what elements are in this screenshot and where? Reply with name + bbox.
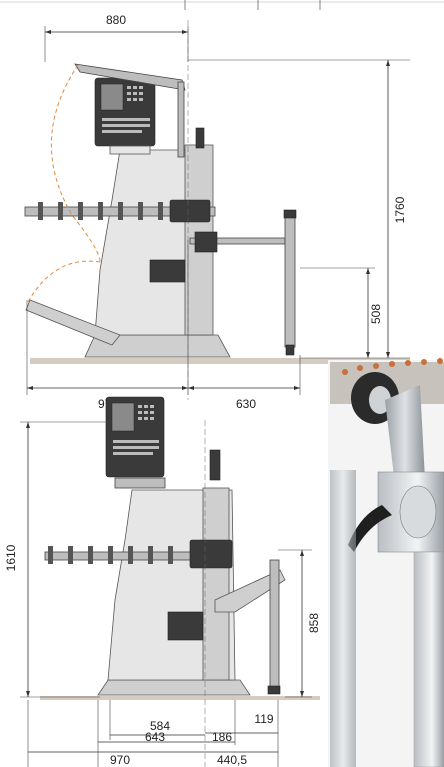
dim-119: 119 [254, 712, 273, 726]
keypad [102, 86, 150, 133]
machine-base [84, 334, 231, 358]
side-stand [284, 211, 296, 348]
foot-pedal [25, 299, 121, 346]
top-view-dimensions [26, 20, 410, 400]
swing-arc-upper [50, 64, 101, 263]
monitor-mount-bottom [114, 477, 166, 489]
photo-clamp-lever [348, 505, 392, 552]
monitor-screen [100, 83, 124, 111]
stand-top [283, 209, 297, 219]
monitor-mount [109, 145, 151, 155]
photo-post-left [330, 470, 356, 767]
dim-508: 508 [369, 304, 383, 324]
floor [30, 358, 410, 364]
dim-970-bottom: 970 [110, 753, 130, 767]
photo-clamp-bore [399, 485, 437, 539]
photo-roller-dots [342, 358, 443, 375]
header-separators [0, 0, 444, 10]
dim-643: 643 [145, 730, 165, 744]
bottom-view-dimensions [20, 420, 312, 767]
photo-post [413, 551, 444, 767]
bottom-view-machine [40, 396, 320, 700]
monitor-screen-bottom [111, 402, 135, 432]
arm-clamp [194, 231, 218, 253]
dim-584: 584 [150, 719, 170, 733]
dim-630: 630 [236, 397, 256, 411]
rail-clamps [38, 202, 163, 220]
pneumatic-unit [149, 259, 186, 283]
rail-clamps-bottom [48, 546, 173, 564]
machine-base-bottom [97, 679, 251, 696]
welding-head-bottom [189, 539, 233, 569]
side-stand-bottom [269, 559, 280, 691]
top-view-machine [24, 63, 410, 364]
handwheel [195, 127, 205, 149]
welding-head [169, 199, 211, 223]
dim-1610: 1610 [4, 544, 18, 571]
side-bracket [214, 569, 286, 613]
pneumatic-unit-bottom [167, 611, 204, 641]
photo-roller-hub [369, 386, 391, 414]
monitor-arm-post [177, 81, 185, 158]
side-panel-bottom [202, 487, 230, 681]
dim-440-5: 440,5 [217, 753, 247, 767]
roller-clamp-photo [328, 358, 444, 767]
monitor-arm [74, 63, 186, 91]
swing-arc-lower [27, 260, 101, 303]
keypad-bottom [113, 405, 159, 455]
stand-foot [285, 344, 295, 356]
dim-880: 880 [106, 13, 126, 27]
dim-1760: 1760 [393, 196, 407, 223]
floor-bottom [40, 696, 320, 700]
dim-858: 858 [307, 613, 321, 633]
handwheel-bottom [209, 449, 221, 481]
dim-186: 186 [212, 730, 232, 744]
stand-foot-bottom [267, 685, 281, 695]
photo-bracket [385, 385, 425, 485]
